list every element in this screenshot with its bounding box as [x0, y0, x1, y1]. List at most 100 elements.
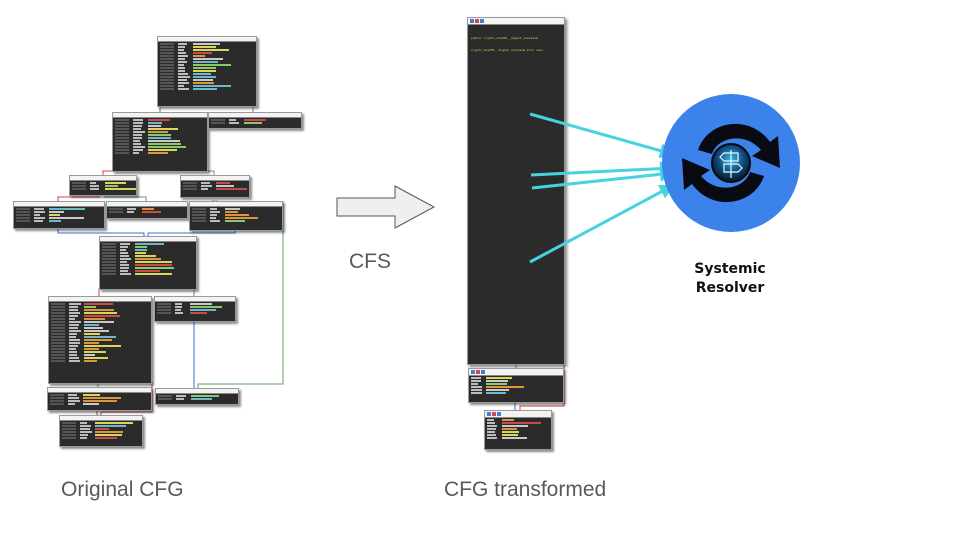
code-line [156, 398, 236, 400]
code-line [158, 73, 254, 75]
code-line [49, 309, 149, 311]
code-line [190, 211, 280, 213]
block-header [48, 388, 151, 393]
code-line [49, 345, 149, 347]
code-line [60, 437, 140, 439]
code-line [190, 208, 280, 210]
code-line [48, 394, 149, 396]
code-line [49, 303, 149, 305]
code-line [158, 85, 254, 87]
code-line [100, 255, 194, 257]
code-line [113, 152, 205, 154]
code-line [155, 303, 233, 305]
code-line [49, 357, 149, 359]
code-line [469, 389, 561, 391]
block-header [209, 113, 301, 118]
code-line [113, 128, 205, 130]
code-line [485, 422, 549, 424]
code-line [14, 220, 102, 222]
code-line [49, 306, 149, 308]
code-line [49, 342, 149, 344]
code-line [158, 61, 254, 63]
block-header [49, 297, 151, 302]
cfg-block [99, 236, 197, 290]
code-line [485, 434, 549, 436]
code-line [113, 131, 205, 133]
code-line [485, 437, 549, 439]
code-line [158, 52, 254, 54]
code-line [158, 64, 254, 66]
edge-uncond [57, 228, 145, 237]
code-line [209, 122, 299, 124]
block-header [158, 37, 256, 42]
cfg-block [154, 296, 236, 322]
code-line [49, 360, 149, 362]
block-header [100, 237, 196, 242]
code-line [49, 354, 149, 356]
code-line [60, 428, 140, 430]
code-line [49, 330, 149, 332]
block-header [107, 202, 187, 207]
code-line [158, 82, 254, 84]
code-line [49, 348, 149, 350]
cfg-block [208, 112, 302, 129]
resolver-label-line: Systemic [694, 261, 766, 277]
code-line [181, 185, 247, 187]
code-line [158, 58, 254, 60]
code-line [113, 149, 205, 151]
transformed-block [468, 368, 564, 403]
code-line [469, 380, 561, 382]
code-line [100, 264, 194, 266]
block-header [70, 176, 136, 181]
cfg-block [47, 387, 152, 411]
redirect-arrow [531, 166, 675, 190]
transformed-cfg-caption: CFG transformed [444, 478, 607, 501]
block-header [156, 389, 238, 394]
code-line [485, 431, 549, 433]
code-line [60, 422, 140, 424]
original-cfg-caption: Original CFG [61, 478, 184, 501]
code-line [100, 252, 194, 254]
block-header [60, 416, 142, 421]
code-line [113, 146, 205, 148]
code-line [113, 134, 205, 136]
code-line [100, 261, 194, 263]
redirect-arrow [530, 161, 675, 177]
cfg-block [69, 175, 137, 196]
code-line [107, 208, 185, 210]
code-line [60, 431, 140, 433]
code-line [485, 425, 549, 427]
edge-true [104, 196, 147, 202]
code-line [49, 327, 149, 329]
resolver-label-line: Resolver [695, 280, 765, 296]
code-line [209, 119, 299, 121]
edge-false [57, 196, 100, 202]
code-line [49, 321, 149, 323]
resolver-label: Systemic Resolver [670, 260, 790, 298]
code-line [158, 76, 254, 78]
code-line [60, 425, 140, 427]
code-line [49, 336, 149, 338]
code-line [100, 270, 194, 272]
code-line [158, 67, 254, 69]
cfg-block [112, 112, 208, 172]
code-line [48, 400, 149, 402]
block-toolbar [485, 411, 551, 418]
code-line [469, 392, 561, 394]
code-line [70, 185, 134, 187]
code-line [100, 258, 194, 260]
code-line [49, 312, 149, 314]
code-line [485, 428, 549, 430]
code-line [100, 243, 194, 245]
code-line [48, 403, 149, 405]
transform-arrow-icon [336, 185, 436, 229]
block-header [190, 202, 282, 207]
code-line [469, 383, 561, 385]
code-line [155, 312, 233, 314]
code-line [100, 249, 194, 251]
code-header-line: public crypto_sha256__digest_checksum [471, 35, 538, 40]
cfg-block-entry [157, 36, 257, 107]
code-header-line: crypto_sha256__digest_checksum proc near [471, 48, 544, 53]
code-line [158, 79, 254, 81]
